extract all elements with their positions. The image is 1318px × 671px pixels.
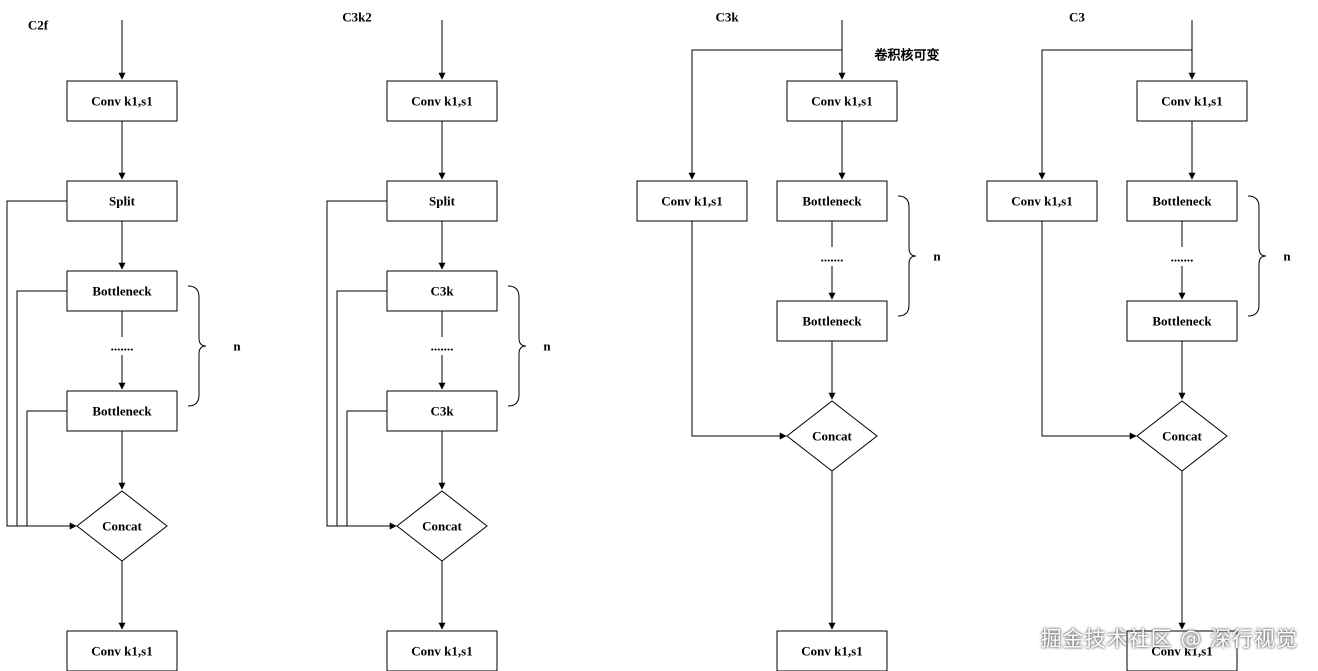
c2f-repeat-label: n [233,339,241,354]
c3k2-dots: ....... [431,339,454,354]
c2f-split-label: Split [109,194,136,209]
c3k2-concat-label: Concat [422,519,462,534]
c3k-concat-label: Concat [812,429,852,444]
c3k-concat-diamond [786,400,878,472]
diagram-c3 [986,20,1267,671]
c2f-bottleneck-last-label: Bottleneck [92,404,152,419]
c3-conv-in-label: Conv k1,s1 [1161,94,1222,109]
c3k-conv-out-box [776,630,888,671]
c2f-split-box [66,180,178,222]
c3-conv-out-label: Conv k1,s1 [1151,644,1212,659]
c3k2-c3k-first-label: C3k [430,284,454,299]
c2f-bottleneck-first-box [66,270,178,312]
c3k2-conv-in-box [386,80,498,122]
diagram-c2f [6,20,207,671]
c3-dots: ....... [1171,250,1194,265]
c2f-conv-out-label: Conv k1,s1 [91,644,152,659]
diagram-c3k [636,20,917,671]
c3k2-c3k-first-box [386,270,498,312]
c2f-bottleneck-first-label: Bottleneck [92,284,152,299]
c3k2-c3k-last-box [386,390,498,432]
c3-conv-in-box [1136,80,1248,122]
c2f-bottleneck-last-box [66,390,178,432]
c3k2-conv-out-label: Conv k1,s1 [411,644,472,659]
c3-bottleneck-last-box [1126,300,1238,342]
c3k2-title: C3k2 [342,10,372,25]
c2f-concat-diamond [76,490,168,562]
c3-bottleneck-last-label: Bottleneck [1152,314,1212,329]
c2f-title: C2f [28,18,49,33]
c3-concat-label: Concat [1162,429,1202,444]
watermark: 掘金技术社区 @ 深行视觉 [1040,627,1298,651]
c3k-conv-in-box [786,80,898,122]
c3-title: C3 [1069,10,1085,25]
c3k-bottleneck-last-label: Bottleneck [802,314,862,329]
c3-concat-diamond [1136,400,1228,472]
c3k-conv-side-label: Conv k1,s1 [661,194,722,209]
c2f-conv-in-label: Conv k1,s1 [91,94,152,109]
c2f-dots: ....... [111,339,134,354]
c3k-bottleneck-first-box [776,180,888,222]
c3k-title: C3k [715,10,739,25]
c3k-conv-in-label: Conv k1,s1 [811,94,872,109]
c3k-bottleneck-last-box [776,300,888,342]
c3k-kernel-note: 卷积核可变 [874,48,939,64]
diagram-c3k2 [326,20,527,671]
c3k2-split-label: Split [429,194,456,209]
c3k2-c3k-last-label: C3k [430,404,454,419]
c3k-conv-out-label: Conv k1,s1 [801,644,862,659]
c3-conv-out-box [1126,630,1238,671]
c3k-bottleneck-first-label: Bottleneck [802,194,862,209]
c3-bottleneck-first-label: Bottleneck [1152,194,1212,209]
c3k2-split-box [386,180,498,222]
c3k-repeat-label: n [933,249,941,264]
c2f-conv-in-box [66,80,178,122]
c3k2-repeat-label: n [543,339,551,354]
c3k-conv-side-box [636,180,748,222]
c2f-concat-label: Concat [102,519,142,534]
c3k2-conv-out-box [386,630,498,671]
c3-conv-side-box [986,180,1098,222]
c3-repeat-label: n [1283,249,1291,264]
c3-bottleneck-first-box [1126,180,1238,222]
c2f-conv-out-box [66,630,178,671]
c3-conv-side-label: Conv k1,s1 [1011,194,1072,209]
c3k2-concat-diamond [396,490,488,562]
c3k-dots: ....... [821,250,844,265]
c3k2-conv-in-label: Conv k1,s1 [411,94,472,109]
